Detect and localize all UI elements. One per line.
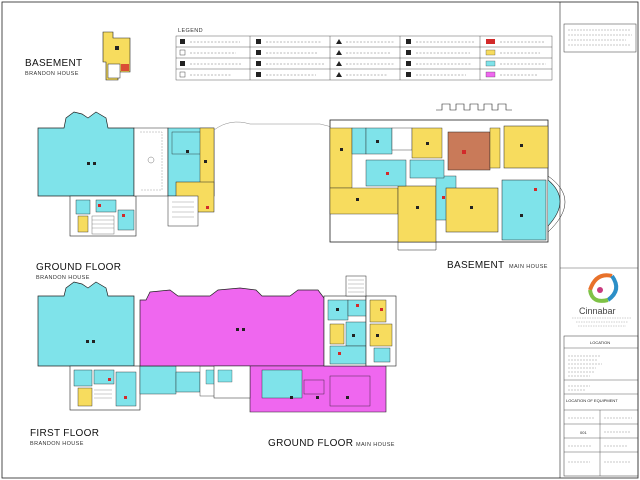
plan-ground-main xyxy=(139,275,397,413)
label-ground-main-sub: MAIN HOUSE xyxy=(356,442,395,448)
plan-basement-main xyxy=(329,103,566,251)
project-title: LOCATION OF EQUIPMENT xyxy=(566,398,618,403)
cinnabar-logo: Cinnabar xyxy=(572,273,632,327)
sheet-number: 001 xyxy=(580,430,587,435)
legend-table xyxy=(175,35,553,81)
plan-basement-brandon xyxy=(102,31,131,81)
notes-box xyxy=(563,23,637,53)
legend-color-keys xyxy=(485,39,546,78)
label-basement-brandon: BASEMENT xyxy=(25,58,82,69)
legend-swatch-yellow xyxy=(485,49,496,56)
label-basement-main: BASEMENT xyxy=(447,260,504,271)
drawing-title: LOCATION xyxy=(590,340,610,345)
legend-swatch-magenta xyxy=(485,71,496,78)
label-basement-main-sub: MAIN HOUSE xyxy=(509,264,548,270)
logo-dot xyxy=(597,287,603,293)
legend-symbols xyxy=(179,39,411,78)
legend-swatch-red xyxy=(486,39,495,44)
label-ground-brandon-sub: BRANDON HOUSE xyxy=(36,275,90,281)
label-ground-main: GROUND FLOOR xyxy=(268,438,353,449)
logo-wordmark: Cinnabar xyxy=(579,306,616,316)
legend-title: LEGEND xyxy=(178,28,203,34)
label-first-brandon-sub: BRANDON HOUSE xyxy=(30,441,84,447)
plan-ground-brandon xyxy=(37,111,337,237)
legend-swatch-cyan xyxy=(485,60,496,67)
label-first-brandon: FIRST FLOOR xyxy=(30,428,99,439)
label-ground-brandon: GROUND FLOOR xyxy=(36,262,121,273)
legend: LEGEND xyxy=(175,28,553,81)
legend-text-placeholders xyxy=(190,41,474,76)
title-block: Cinnabar LOCATION LOCATION OF EQUIPMENT … xyxy=(560,23,639,477)
label-basement-brandon-sub: BRANDON HOUSE xyxy=(25,71,79,77)
